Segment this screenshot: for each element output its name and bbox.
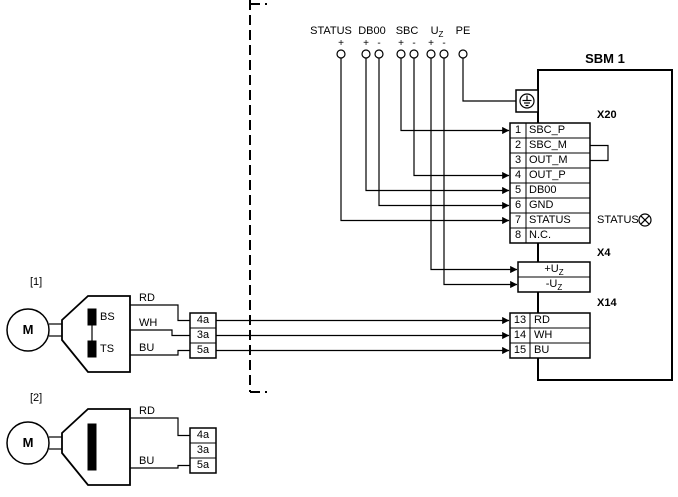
- wire-sbc-minus: [413, 58, 510, 180]
- motor2-terminal-3a: 3a: [196, 444, 210, 456]
- x14-row-num: 13: [513, 314, 527, 326]
- wire-m1-wh: [130, 329, 190, 337]
- x14-row-num: 14: [513, 329, 527, 341]
- x14-row-name: WH: [534, 329, 553, 341]
- top-terminal-circles: [336, 49, 468, 59]
- wire-m2-bu: [130, 464, 190, 469]
- x20-row-name: OUT_P: [529, 169, 566, 181]
- x20-row-name: N.C.: [529, 229, 551, 241]
- x20-row-num: 5: [514, 184, 522, 196]
- x20-row-name: SBC_P: [529, 124, 566, 136]
- sbc-minus-sign: -: [412, 38, 416, 49]
- motor1-wire-rd-label: RD: [139, 292, 155, 304]
- sbc-plus-sign: +: [398, 38, 404, 49]
- pe-terminal-label: PE: [455, 25, 471, 37]
- terminal-sbc-plus: [396, 49, 406, 59]
- uz-terminal-label: UZ: [430, 25, 444, 40]
- x4-row-uz-minus: -UZ: [545, 278, 563, 293]
- x20-row-num: 3: [514, 154, 522, 166]
- motor2-terminal-strip: [189, 427, 217, 474]
- wire-m1-rd: [130, 304, 190, 322]
- db00-terminal-label: DB00: [358, 25, 386, 37]
- x14-row-name: RD: [534, 314, 550, 326]
- x20-row-num: 6: [514, 199, 522, 211]
- terminal-db00-plus: [361, 49, 371, 59]
- x20-row-name: DB00: [529, 184, 557, 196]
- db00-minus-sign: -: [377, 38, 381, 49]
- motor2-coil: [87, 423, 97, 471]
- x20-row-num: 2: [514, 139, 522, 151]
- motor1-terminal-4a: 4a: [196, 314, 210, 326]
- sbc-terminal-label: SBC: [395, 25, 419, 37]
- terminal-db00-minus: [374, 49, 384, 59]
- x20-terminal-block: [509, 122, 609, 244]
- uz-minus-sign: -: [442, 38, 446, 49]
- x14-label: X14: [597, 297, 617, 309]
- x20-row-name: GND: [529, 199, 554, 211]
- x14-row-name: BU: [534, 344, 550, 356]
- dashed-boundary-line: [249, 0, 267, 393]
- motor1-coil-bs-label: BS: [100, 311, 115, 323]
- motor1-brake-housing: [61, 295, 131, 373]
- status-terminal-label: STATUS: [310, 25, 352, 37]
- motor1-wire-wh-label: WH: [139, 317, 158, 329]
- motor1-terminal-strip: [189, 312, 217, 359]
- signal-wires: [340, 58, 518, 289]
- terminal-uz-plus: [426, 49, 436, 59]
- terminal-uz-minus: [439, 49, 449, 59]
- x20-row-num: 1: [514, 124, 522, 136]
- motor2-ref-label: [2]: [30, 392, 43, 404]
- motor2-wire-bu-label: BU: [139, 455, 155, 467]
- motor2-m-label: M: [22, 435, 34, 450]
- motor1-wire-bu-label: BU: [139, 342, 155, 354]
- sbm1-title: SBM 1: [585, 51, 625, 66]
- wire-uz-plus: [430, 58, 518, 274]
- motor2-symbol: [6, 408, 131, 486]
- wire-sbc-plus: [400, 58, 510, 135]
- x14-terminal-block: [509, 312, 591, 359]
- wire-uz-minus: [443, 58, 518, 289]
- status-led-icon: [638, 213, 652, 227]
- terminal-sbc-minus: [409, 49, 419, 59]
- wire-m2-rd: [130, 417, 190, 437]
- brake-wires: [130, 304, 510, 469]
- x20-row-num: 4: [514, 169, 522, 181]
- wire-pe: [462, 58, 516, 102]
- x4-row-uz-plus: +UZ: [544, 263, 564, 278]
- terminal-pe: [458, 49, 468, 59]
- motor1-coil-bs: [87, 308, 97, 326]
- x20-row-name: SBC_M: [529, 139, 567, 151]
- jumper-sbcm-outm: [590, 144, 609, 162]
- motor2-wire-rd-label: RD: [139, 405, 155, 417]
- motor1-coil-ts: [87, 340, 97, 358]
- wire-m1-bu: [130, 349, 190, 356]
- wire-db00-plus: [365, 58, 510, 195]
- uz-plus-sign: +: [428, 38, 434, 49]
- motor1-terminal-5a: 5a: [196, 344, 210, 356]
- status-indicator-label: STATUS: [597, 214, 639, 226]
- x4-label: X4: [597, 247, 611, 259]
- x20-row-name: OUT_M: [529, 154, 568, 166]
- motor1-coil-ts-label: TS: [100, 343, 115, 355]
- motor1-symbol: [6, 295, 131, 373]
- pe-ground-terminal: [515, 89, 539, 113]
- ground-symbol-icon: [522, 95, 532, 107]
- db00-plus-sign: +: [363, 38, 369, 49]
- x20-label: X20: [597, 109, 617, 121]
- motor2-terminal-4a: 4a: [196, 429, 210, 441]
- wire-status-plus: [340, 58, 510, 225]
- motor1-ref-label: [1]: [30, 276, 43, 288]
- motor1-m-label: M: [22, 322, 34, 337]
- motor1-terminal-3a: 3a: [196, 329, 210, 341]
- status-plus-sign: +: [338, 38, 344, 49]
- x20-row-num: 8: [514, 229, 522, 241]
- terminal-status-plus: [336, 49, 346, 59]
- wire-db00-minus: [378, 58, 510, 210]
- motor2-terminal-5a: 5a: [196, 459, 210, 471]
- x20-row-name: STATUS: [529, 214, 571, 226]
- x20-row-num: 7: [514, 214, 522, 226]
- x4-terminal-block: [517, 261, 591, 293]
- x14-row-num: 15: [513, 344, 527, 356]
